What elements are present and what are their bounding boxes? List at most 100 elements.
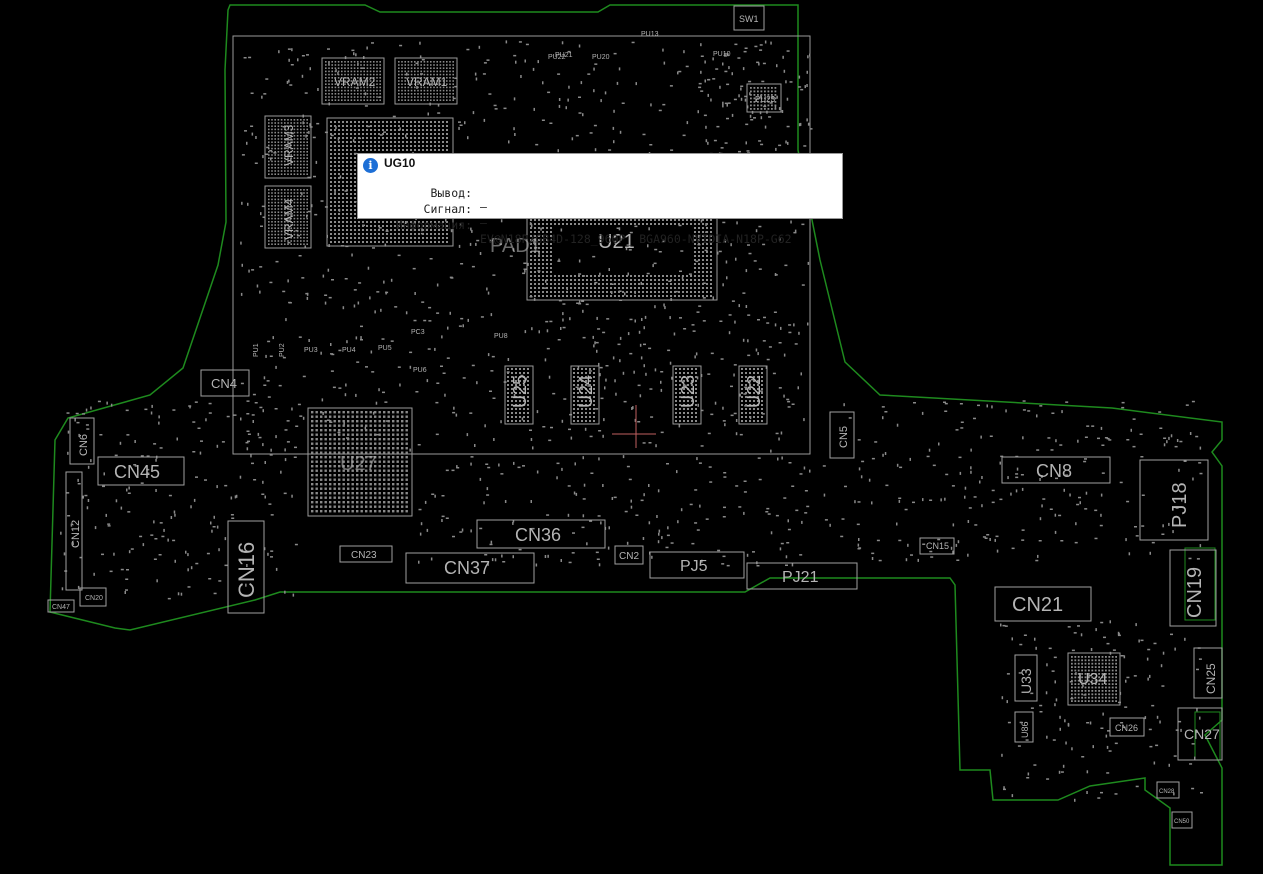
- pad: [333, 492, 336, 495]
- pad: [562, 312, 564, 316]
- pad: [329, 474, 332, 477]
- pad: [603, 418, 605, 422]
- pad: [296, 237, 299, 239]
- pad: [396, 424, 399, 427]
- pad: [698, 231, 700, 233]
- pad: [334, 157, 336, 159]
- pad: [350, 80, 353, 82]
- pad: [362, 221, 364, 223]
- pad: [382, 121, 384, 123]
- pad: [788, 324, 792, 326]
- pad: [683, 412, 685, 414]
- pad: [360, 501, 363, 504]
- pad: [346, 177, 348, 179]
- pad: [333, 411, 336, 414]
- pad: [294, 543, 298, 546]
- pad: [293, 243, 296, 245]
- pad: [686, 287, 688, 289]
- pad: [589, 404, 591, 406]
- pad: [587, 385, 591, 387]
- pad: [446, 129, 448, 131]
- pad: [702, 227, 704, 229]
- pad: [394, 137, 396, 139]
- pad: [85, 408, 88, 412]
- pad: [107, 523, 111, 525]
- pad: [362, 224, 365, 227]
- pad: [401, 433, 404, 436]
- pad: [626, 279, 628, 281]
- pad: [679, 400, 681, 402]
- pad: [284, 221, 286, 223]
- pad: [485, 463, 489, 465]
- pad: [1077, 659, 1080, 662]
- pad: [757, 368, 759, 370]
- pad: [753, 368, 755, 370]
- pad: [405, 311, 408, 315]
- pad: [717, 549, 721, 552]
- pad: [1111, 669, 1114, 672]
- pad: [315, 160, 318, 164]
- pad: [381, 338, 385, 340]
- pad: [420, 89, 422, 92]
- pad: [779, 237, 781, 241]
- pad: [342, 221, 344, 223]
- pad: [538, 330, 540, 334]
- pad: [686, 275, 688, 277]
- pad: [774, 87, 777, 89]
- pad: [1166, 440, 1168, 444]
- pad: [369, 469, 372, 472]
- pad: [271, 227, 273, 229]
- pad: [740, 87, 742, 91]
- pad: [1088, 686, 1090, 689]
- pad: [1111, 693, 1114, 696]
- pad: [356, 460, 359, 463]
- pad: [330, 181, 332, 183]
- pad: [369, 99, 372, 101]
- pad: [573, 396, 575, 398]
- pad: [538, 231, 540, 233]
- pad: [546, 235, 548, 237]
- pad: [1077, 656, 1080, 658]
- pad: [374, 133, 376, 135]
- pad: [392, 465, 395, 468]
- pad: [252, 393, 256, 396]
- pad: [396, 460, 399, 463]
- pad: [1094, 669, 1097, 672]
- pad: [438, 225, 440, 227]
- pad: [760, 101, 763, 103]
- pad: [401, 451, 404, 454]
- pad: [376, 70, 378, 73]
- pad: [720, 358, 724, 360]
- pad: [230, 496, 233, 500]
- pad: [560, 228, 563, 232]
- pad: [575, 386, 579, 388]
- pad: [293, 211, 296, 213]
- pad: [710, 291, 712, 293]
- pad: [404, 96, 406, 98]
- pad: [287, 170, 289, 172]
- pad: [518, 41, 522, 43]
- pad: [240, 382, 244, 385]
- pad: [390, 137, 392, 139]
- pad: [554, 295, 556, 297]
- pad: [594, 148, 597, 152]
- pad: [362, 237, 364, 239]
- pad: [979, 480, 981, 484]
- pad: [610, 279, 612, 281]
- pad: [311, 429, 314, 432]
- pad: [666, 534, 670, 537]
- pad: [1081, 679, 1083, 682]
- pad: [626, 541, 629, 545]
- pad: [296, 167, 299, 169]
- pad: [365, 438, 368, 441]
- pad: [1094, 690, 1097, 692]
- pad: [741, 380, 743, 382]
- pad: [280, 230, 283, 233]
- pad: [268, 195, 270, 197]
- pad: [271, 233, 273, 236]
- pad: [357, 89, 359, 92]
- pad: [560, 327, 562, 330]
- pad: [694, 355, 696, 359]
- pad: [1036, 414, 1038, 418]
